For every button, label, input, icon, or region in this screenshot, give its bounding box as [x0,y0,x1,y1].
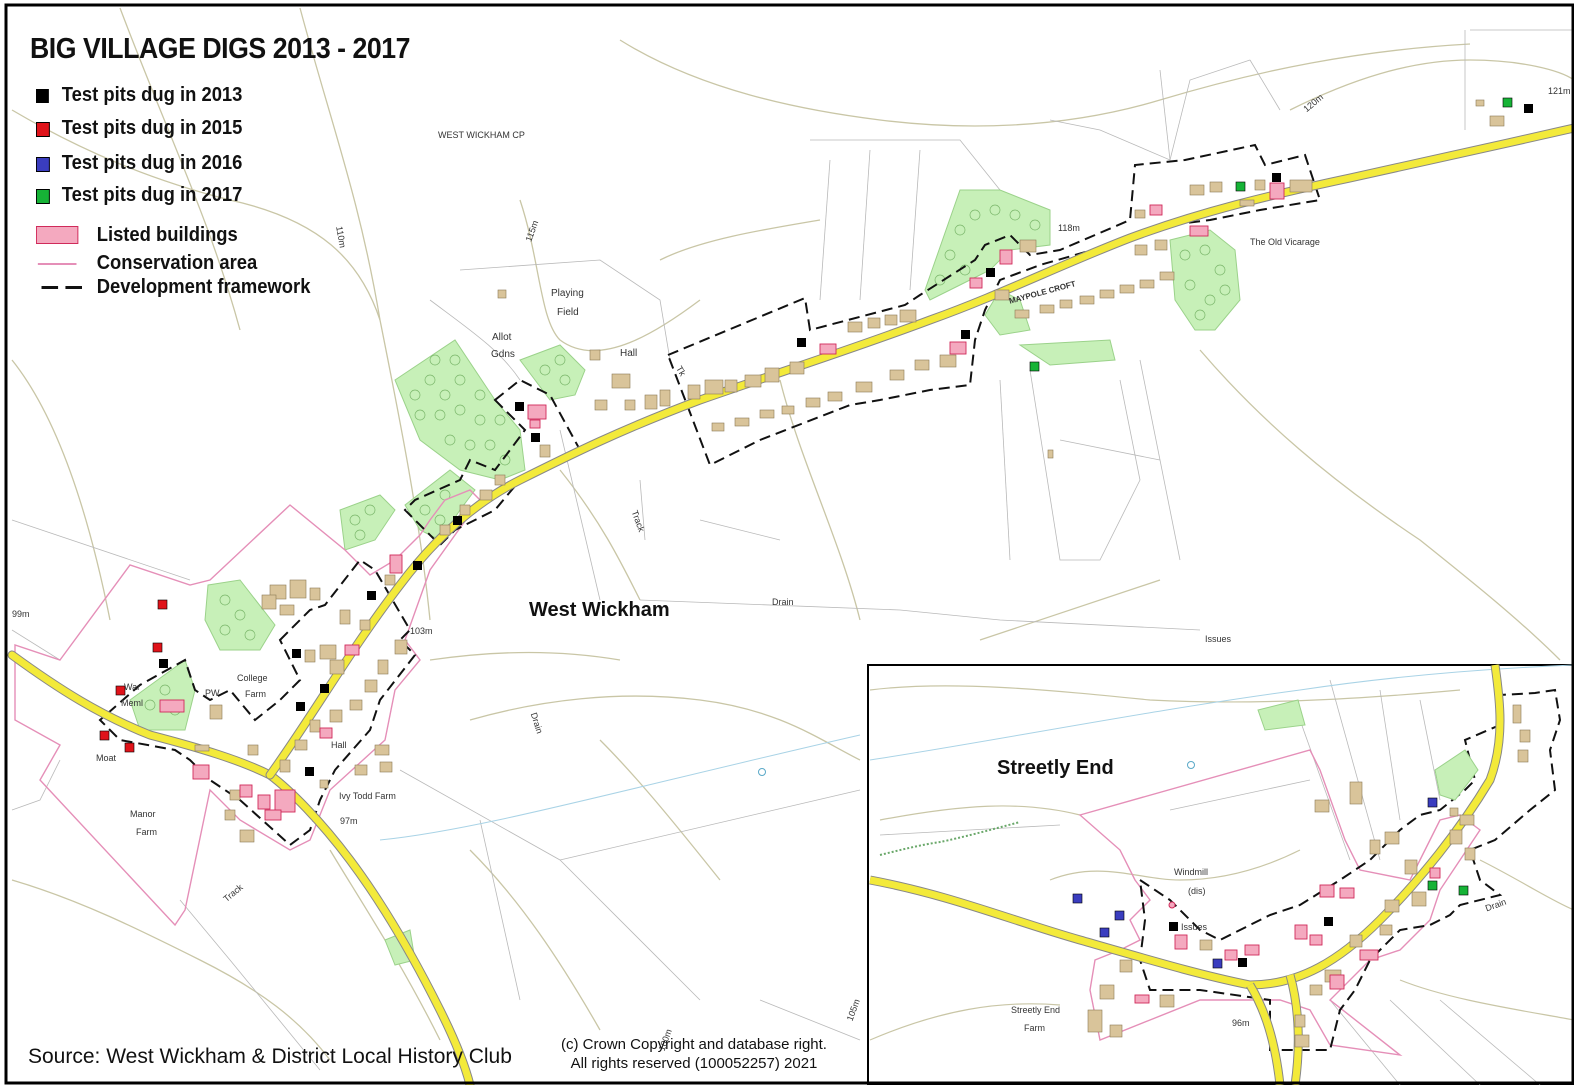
label-old-vicarage: The Old Vicarage [1250,237,1320,247]
label-college: College [237,673,268,683]
map-title: BIG VILLAGE DIGS 2013 - 2017 [30,33,411,65]
label-college-farm: Farm [245,689,266,699]
label-windmill: Windmill [1174,867,1209,877]
label-manor: Manor [130,809,156,819]
buildings [194,99,1505,843]
conservation-area [14,489,481,927]
legend-label-2013: Test pits dug in 2013 [61,84,243,106]
map-frame [4,3,1574,1085]
label-hall-1: Hall [620,348,638,359]
label-96m: 96m [1232,1018,1250,1028]
copyright-notice: (c) Crown Copyright and database right. … [561,1035,827,1073]
legend-label-2016: Test pits dug in 2016 [61,152,243,174]
label-ivy-todd-farm: Ivy Todd Farm [339,791,396,801]
label-121m: 121m [1548,86,1571,96]
label-manor-farm: Farm [136,827,157,837]
pond [758,768,766,776]
label-issues-1: Issues [1205,634,1232,644]
source-credit: Source: West Wickham & District Local Hi… [28,1045,512,1068]
pink-line-swatch [37,263,77,265]
label-meml: Meml [121,698,143,708]
label-playing: Playing [551,288,584,299]
label-gdns: Gdns [491,349,515,360]
label-dis: (dis) [1188,886,1206,896]
dash-line-swatch-2 [65,286,82,289]
dash-line-swatch [41,286,59,289]
green-square-icon [36,189,50,204]
label-hall-2: Hall [331,740,347,750]
label-99m: 99m [12,609,30,619]
test-pits-main [99,97,1533,776]
label-103m: 103m [410,626,433,636]
blue-square-icon [36,157,50,172]
red-square-icon [36,122,50,137]
label-west-wickham-cp: WEST WICKHAM CP [438,130,525,140]
legend-label-conservation: Conservation area [96,252,258,274]
label-streetly-end-farm: Streetly End [1011,1005,1061,1015]
copyright-line-1: (c) Crown Copyright and database right. [561,1036,827,1053]
legend-label-2017: Test pits dug in 2017 [61,184,243,206]
label-streetly-end: Streetly End [997,757,1114,779]
black-square-icon [36,89,49,103]
field-boundaries [11,29,1574,1071]
label-allot: Allot [492,332,512,343]
streetly-end-inset [867,664,1574,1085]
label-97m: 97m [340,816,358,826]
label-118m: 118m [1058,223,1080,233]
label-field: Field [557,307,579,318]
label-pw: PW [205,688,220,698]
label-streetly-end-farm-2: Farm [1024,1023,1045,1033]
copyright-line-2: All rights reserved (100052257) 2021 [570,1055,818,1072]
label-war: War [124,682,141,692]
label-west-wickham: West Wickham [529,599,670,621]
label-issues-2: Issues [1181,922,1208,932]
listed-buildings [159,182,1285,821]
stream [379,734,861,841]
legend-label-2015: Test pits dug in 2015 [61,117,243,139]
legend-label-listed: Listed buildings [96,224,238,246]
listed-building-swatch [36,226,79,244]
label-moat: Moat [96,753,117,763]
legend-label-framework: Development framework [96,276,311,298]
label-drain-1: Drain [772,597,794,607]
